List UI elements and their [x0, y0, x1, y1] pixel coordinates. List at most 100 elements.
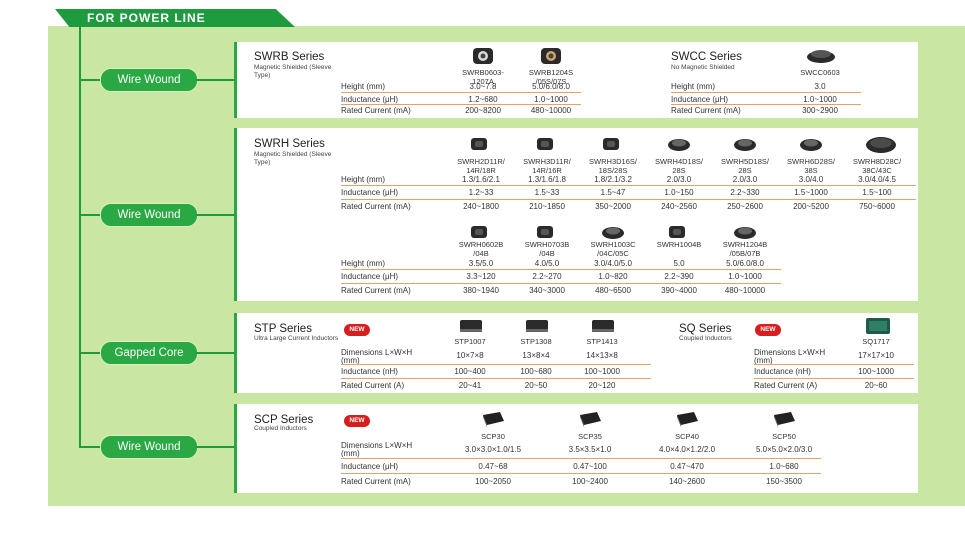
row-label: Rated Current (mA): [341, 477, 411, 486]
part-value: 20~60: [864, 381, 888, 390]
series-title: SWRB Series: [254, 51, 325, 63]
series-subtitle: Coupled Inductors: [679, 335, 732, 342]
row-label: Rated Current (mA): [671, 106, 741, 115]
inductor-icon: [603, 138, 619, 150]
part-value: 1.0~1000: [534, 95, 568, 104]
series-title: SCP Series: [254, 414, 314, 426]
group-pill-wire-wound-2[interactable]: Wire Wound: [100, 203, 198, 227]
inductor-icon: [774, 412, 795, 427]
tree-trunk-line: [79, 27, 81, 447]
part-value: 1.2~680: [468, 95, 498, 104]
row-divider: [341, 92, 581, 93]
row-label: Rated Current (A): [754, 381, 818, 390]
part-value: 1.0~1000: [803, 95, 837, 104]
group-pill-gapped-core[interactable]: Gapped Core: [100, 341, 198, 365]
part-value: 3.0×3.0×1.0/1.5: [464, 445, 522, 454]
part-name: SWRH3D11R/ 14R/16R: [523, 157, 571, 175]
inductor-icon: [468, 223, 490, 246]
part-value: 5.0: [673, 259, 685, 268]
new-badge: NEW: [344, 415, 370, 427]
row-divider: [341, 458, 821, 459]
part-value: 100~2400: [572, 477, 608, 486]
part-value: 2.2~270: [532, 272, 562, 281]
part-value: 20~120: [588, 381, 616, 390]
inductor-icon: [602, 227, 624, 239]
part-value: 390~4000: [661, 286, 697, 295]
part-name: SQ1717: [862, 337, 890, 346]
part-name: SCP50: [772, 432, 796, 441]
part-name: SWRH1004B: [656, 240, 702, 249]
inductor-icon: [526, 320, 548, 332]
row-label: Height (mm): [671, 82, 716, 91]
group-pill-wire-wound-3[interactable]: Wire Wound: [100, 435, 198, 459]
group-pill-wire-wound-1[interactable]: Wire Wound: [100, 68, 198, 92]
part-value: 3.0/4.0/4.5: [858, 175, 896, 184]
part-value: 480~10000: [724, 286, 766, 295]
part-value: 480~6500: [595, 286, 631, 295]
part-value: 250~2600: [727, 202, 763, 211]
row-label: Inductance (nH): [341, 367, 398, 376]
row-divider: [671, 92, 861, 93]
row-divider: [754, 364, 914, 365]
inductor-icon: [771, 409, 797, 434]
part-name: SWCC0603: [800, 68, 840, 77]
panel-stp-sq: STP Series NEW Ultra Large Current Induc…: [234, 313, 918, 393]
part-name: SCP35: [578, 432, 602, 441]
row-label: Rated Current (mA): [341, 286, 411, 295]
row-label: Dimensions L×W×H (mm): [341, 348, 413, 365]
part-value: 0.47~470: [670, 462, 704, 471]
new-badge: NEW: [755, 324, 781, 336]
inductor-icon: [666, 223, 688, 246]
part-value: 20~41: [458, 381, 482, 390]
row-label: Inductance (μH): [341, 462, 399, 471]
inductor-icon: [734, 139, 756, 151]
row-label: Rated Current (mA): [341, 202, 411, 211]
row-label: Inductance (μH): [341, 95, 399, 104]
part-name: SWRH0703B /04B: [524, 240, 570, 258]
inductor-icon: [541, 48, 561, 64]
part-name: SCP30: [481, 432, 505, 441]
part-value: 100~400: [454, 367, 486, 376]
part-name: SWRH1204B /05B/07B: [722, 240, 768, 258]
row-label: Inductance (nH): [754, 367, 811, 376]
series-title: SWRH Series: [254, 138, 325, 150]
part-value: 2.0/3.0: [666, 175, 692, 184]
part-value: 5.0×5.0×2.0/3.0: [755, 445, 813, 454]
part-value: 4.0×4.0×1.2/2.0: [658, 445, 716, 454]
part-name: SWRB0603- 1207A: [462, 68, 504, 86]
inductor-icon: [674, 409, 700, 434]
inductor-icon: [669, 226, 685, 238]
row-label: Rated Current (mA): [341, 106, 411, 115]
part-value: 4.0/5.0: [534, 259, 560, 268]
connector-line: [196, 79, 234, 81]
panel-scp: SCP Series NEW Coupled Inductors Dimensi…: [234, 404, 918, 493]
row-label: Height (mm): [341, 259, 386, 268]
part-value: 10×7×8: [456, 351, 484, 360]
part-value: 100~1000: [858, 367, 894, 376]
row-divider: [341, 104, 581, 105]
part-value: 1.3/1.6/2.1: [462, 175, 500, 184]
part-value: 3.5/5.0: [468, 259, 494, 268]
part-value: 5.0/6.0/8.0: [726, 259, 764, 268]
row-label: Inductance (μH): [341, 188, 399, 197]
inductor-icon: [798, 135, 824, 158]
part-name: STP1413: [586, 337, 618, 346]
part-value: 2.2~330: [730, 188, 760, 197]
inductor-icon: [666, 135, 692, 158]
part-value: 1.5~33: [534, 188, 560, 197]
row-divider: [341, 199, 916, 200]
part-value: 300~2900: [802, 106, 838, 115]
part-value: 140~2600: [669, 477, 705, 486]
branch-line: [79, 214, 104, 216]
row-divider: [341, 185, 916, 186]
part-value: 750~6000: [859, 202, 895, 211]
inductor-icon: [732, 135, 758, 158]
panel-swrb-swcc: SWRB Series Magnetic Shielded (Sleeve Ty…: [234, 42, 918, 118]
branch-line: [79, 79, 104, 81]
part-value: 1.0~150: [664, 188, 694, 197]
inductor-icon: [589, 317, 617, 340]
part-name: SWRH6D28S/ 38S: [787, 157, 835, 175]
new-badge: NEW: [344, 324, 370, 336]
part-name: SWRH1003C /04C/05C: [590, 240, 636, 258]
part-value: 3.3~120: [466, 272, 496, 281]
